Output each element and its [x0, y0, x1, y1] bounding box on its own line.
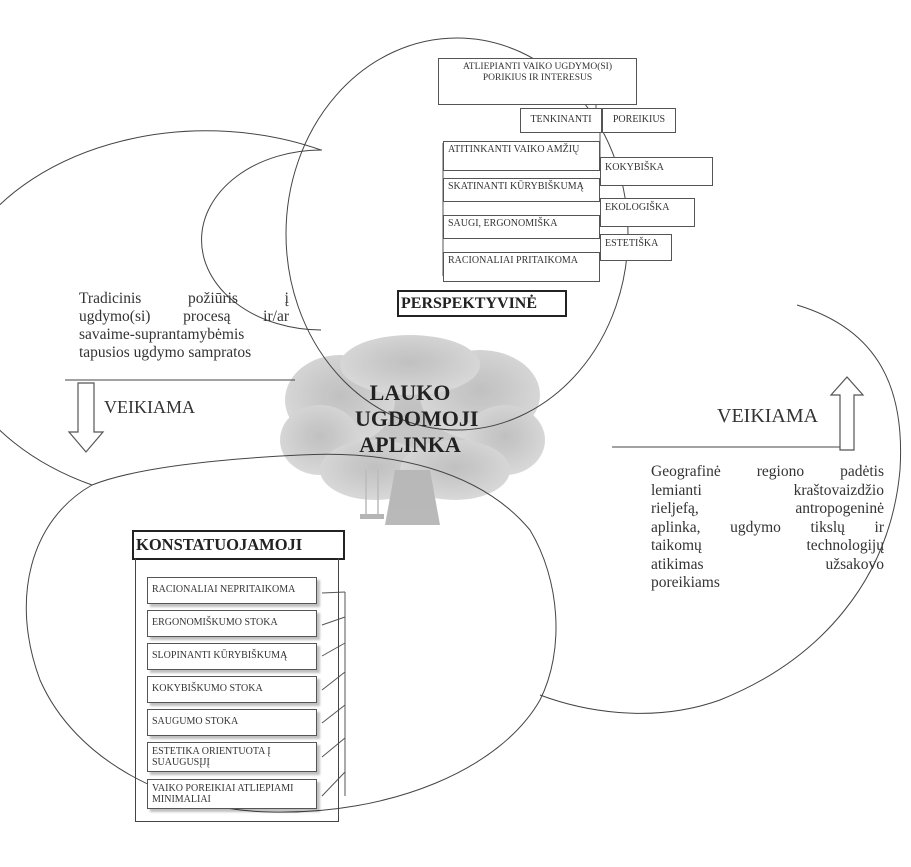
bottom-ellipse	[25, 453, 557, 813]
perspective-right-item-2: EKOLOGIŠKA	[600, 198, 695, 227]
down-arrow-icon	[67, 382, 105, 453]
need-left-box: TENKINANTI	[520, 108, 602, 133]
right-text-line-4: aplinka, ugdymo tikslų ir	[651, 518, 884, 536]
constatuojamoji-title: KONSTATUOJAMOJI	[132, 530, 345, 560]
right-ellipse	[539, 304, 902, 714]
center-title: LAUKO UGDOMOJI APLINKA	[355, 380, 479, 458]
constatuojamoji-item-6: ESTETIKA ORIENTUOTA Į SUAUGUSĮJĮ	[147, 742, 317, 772]
left-ellipse-text: Tradicinis požiūris į ugdymo(si) procesą…	[79, 290, 289, 362]
perspective-title: PERSPEKTYVINĖ	[397, 290, 567, 317]
need-right-box: POREIKIUS	[602, 108, 676, 133]
left-ellipse	[0, 130, 322, 486]
perspective-right-item-1: KOKYBIŠKA	[600, 157, 713, 186]
perspective-right-item-3: ESTETIŠKA	[600, 234, 672, 261]
constatuojamoji-item-4: KOKYBIŠKUMO STOKA	[147, 676, 317, 703]
right-text-line-5: taikomų technologijų	[651, 537, 884, 554]
constatuojamoji-arrows	[321, 591, 346, 797]
center-title-line-1: LAUKO	[369, 380, 451, 405]
right-text-line-7: poreikiams	[651, 574, 720, 591]
left-ellipse-top	[201, 149, 323, 331]
perspective-left-item-3: SAUGI, ERGONOMIŠKA	[443, 215, 600, 239]
left-text-line-1: Tradicinis požiūris į	[79, 290, 289, 307]
right-text-line-2: lemianti kraštovaizdžio	[651, 481, 884, 499]
center-title-line-3: APLINKA	[359, 432, 461, 457]
tree-icon	[280, 335, 545, 525]
constatuojamoji-frame	[135, 558, 339, 822]
swing-icon	[360, 470, 384, 519]
right-text-line-3: rieljefą, antropogeninė	[651, 500, 884, 517]
right-ellipse-text: Geografinė regiono padėtis lemianti kraš…	[651, 463, 884, 593]
perspective-left-item-2: SKATINANTI KŪRYBIŠKUMĄ	[443, 178, 600, 202]
left-text-line-2: ugdymo(si) procesą ir/ar	[79, 308, 289, 325]
constatuojamoji-item-5: SAUGUMO STOKA	[147, 709, 317, 736]
perspective-left-item-4: RACIONALIAI PRITAIKOMA	[443, 252, 600, 282]
constatuojamoji-item-3: SLOPINANTI KŪRYBIŠKUMĄ	[147, 643, 317, 670]
left-text-line-3: savaime-suprantamybėmis	[79, 326, 245, 343]
constatuojamoji-item-7: VAIKO POREIKIAI ATLIEPIAMI MINIMALIAI	[147, 779, 317, 809]
perspective-left-item-1: ATITINKANTI VAIKO AMŽIŲ	[443, 141, 600, 171]
right-text-line-1: Geografinė regiono padėtis	[651, 463, 884, 480]
right-text-line-6: atikimas užsakovo	[651, 555, 884, 573]
constatuojamoji-item-2: ERGONOMIŠKUMO STOKA	[147, 610, 317, 637]
right-veikiama-label: VEIKIAMA	[717, 405, 819, 427]
center-title-line-2: UGDOMOJI	[355, 406, 479, 431]
constatuojamoji-item-1: RACIONALIAI NEPRITAIKOMA	[147, 577, 317, 604]
left-text-line-4: tapusios ugdymo sampratos	[79, 344, 252, 361]
left-veikiama-label: VEIKIAMA	[104, 397, 195, 417]
perspective-top-box: ATLIEPIANTI VAIKO UGDYMO(SI) PORIKIUS IR…	[438, 58, 637, 105]
up-arrow-icon	[829, 376, 865, 451]
